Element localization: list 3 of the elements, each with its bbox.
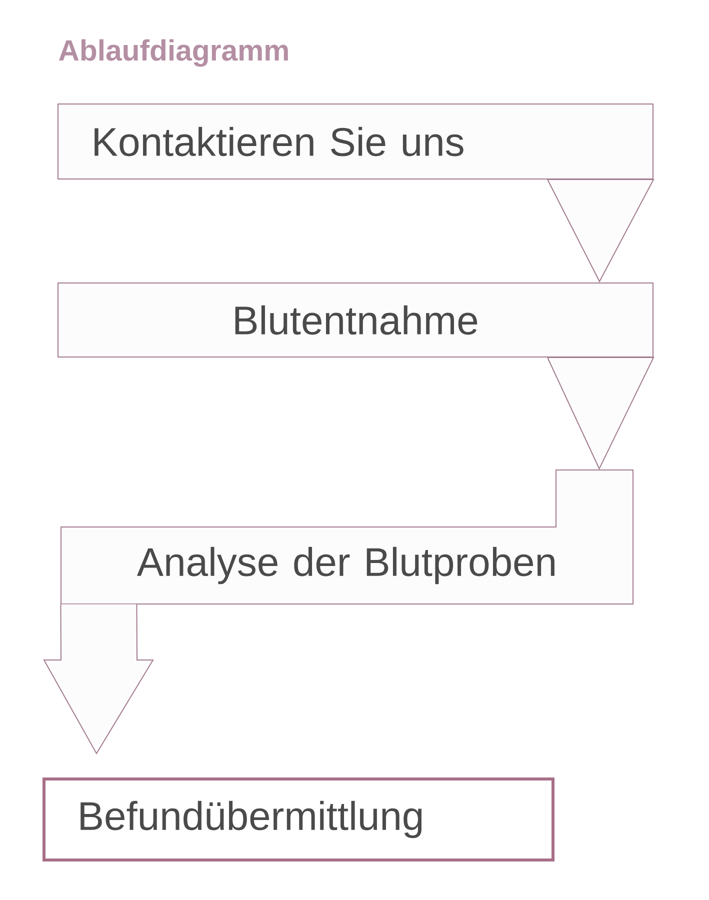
process-box: Befundübermittlung [42,778,554,862]
title: Ablaufdiagramm [59,39,288,67]
arrow [43,604,154,754]
